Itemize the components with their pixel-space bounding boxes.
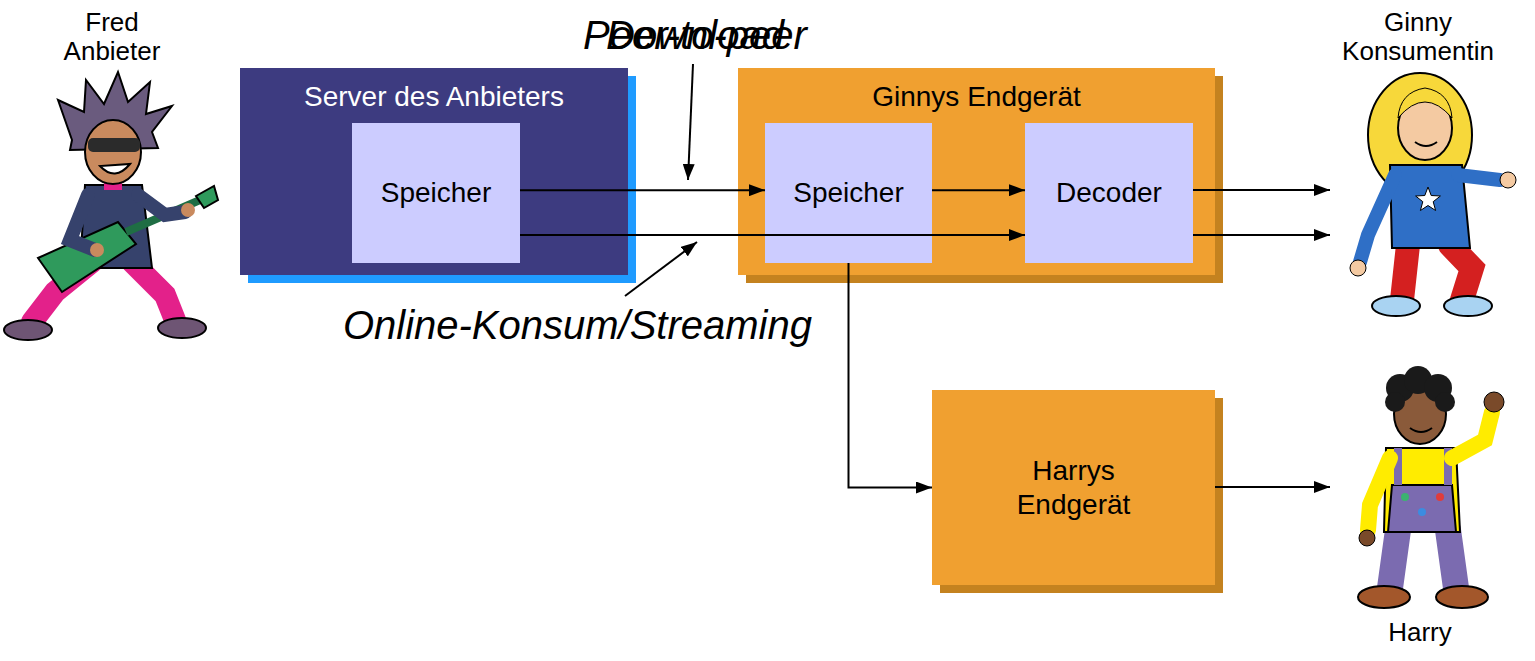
person-label: Fred Anbieter [47, 8, 177, 65]
fred-shoe [158, 318, 206, 338]
flow-arrow [849, 263, 933, 488]
ginny-arm [1360, 175, 1395, 262]
storage-box: Speicher [765, 123, 932, 263]
device-box: Ginnys EndgerätSpeicher Decoder [738, 68, 1215, 275]
guitar-neck [126, 200, 200, 232]
harry-shoe [1358, 586, 1410, 608]
harry-hair [1386, 374, 1414, 402]
fred-leg [132, 262, 175, 320]
ginny-face [1398, 96, 1452, 160]
decoder-box: Decoder [1025, 123, 1193, 263]
overall-button [1418, 508, 1426, 516]
overall-strap [1444, 448, 1452, 485]
flow-arrow [520, 189, 765, 191]
connection-label: Peer-to-peer [583, 12, 807, 58]
flow-arrow [932, 189, 1025, 191]
fred-shoe [4, 320, 52, 340]
overall-button [1401, 493, 1409, 501]
box-label: Speicher [793, 176, 904, 210]
harry-smile [1410, 428, 1432, 432]
output-arrow [1193, 189, 1330, 191]
box-label: Ginnys Endgerät [872, 80, 1081, 114]
storage-box: Speicher [352, 123, 520, 263]
fred-head [85, 120, 141, 184]
person-label: Ginny Konsumentin [1333, 8, 1503, 65]
output-arrow [1193, 234, 1330, 236]
box-label: Server des Anbieters [304, 80, 564, 114]
harry-leg [1390, 530, 1398, 588]
ginny-figure [1350, 73, 1516, 316]
shirt-star [1416, 187, 1441, 211]
fred-sunglasses [88, 138, 140, 152]
harry-hand [1484, 392, 1504, 412]
harry-hair [1385, 392, 1405, 412]
overall-button [1436, 493, 1444, 501]
harry-hair [1424, 374, 1452, 402]
harry-arm [1368, 458, 1390, 530]
ginny-bangs [1398, 88, 1452, 118]
harry-shirt [1384, 448, 1460, 532]
person-label: Harry [1360, 618, 1480, 647]
pointer-arrow [625, 242, 697, 296]
guitar-body [38, 222, 136, 292]
ginny-hair [1368, 73, 1472, 197]
box-label: Speicher [381, 176, 492, 210]
harry-figure [1358, 366, 1504, 608]
harry-hand [1359, 530, 1375, 546]
ginny-shoe [1444, 296, 1492, 316]
ginny-hand [1500, 172, 1516, 188]
fred-mouth [100, 164, 130, 174]
harry-hair [1435, 392, 1455, 412]
harry-arm [1452, 412, 1492, 458]
pointer-arrow [688, 64, 693, 180]
ginny-smile [1415, 142, 1437, 146]
fred-figure [4, 72, 218, 340]
flow-arrow [520, 234, 1025, 236]
box-label: Harrys Endgerät [989, 454, 1159, 521]
ginny-shoe [1372, 296, 1420, 316]
box-label: Decoder [1056, 176, 1162, 210]
overall-strap [1394, 448, 1402, 485]
fred-leg [32, 262, 92, 322]
harry-overalls [1388, 485, 1456, 532]
connection-label: Online-Konsum/Streaming [343, 302, 812, 348]
ginny-hand [1350, 260, 1366, 276]
fred-hand [181, 203, 195, 217]
fred-hair [58, 72, 172, 150]
harry-shoe [1436, 586, 1488, 608]
server-box: Server des AnbietersSpeicher [240, 68, 628, 275]
fred-torso [80, 185, 152, 268]
ginny-leg [1402, 245, 1408, 300]
harry-hair [1404, 366, 1432, 394]
output-arrow [1215, 486, 1330, 488]
fred-arm [138, 195, 185, 215]
harry-leg [1448, 530, 1456, 588]
device-box: Harrys Endgerät [932, 390, 1215, 585]
ginny-shirt [1390, 165, 1470, 248]
fred-arm [70, 195, 95, 250]
guitar-head [196, 186, 218, 208]
fred-hand [90, 243, 104, 257]
fred-collar [104, 178, 122, 190]
harry-head [1394, 384, 1446, 444]
ginny-leg [1450, 245, 1472, 300]
ginny-arm [1458, 175, 1500, 180]
